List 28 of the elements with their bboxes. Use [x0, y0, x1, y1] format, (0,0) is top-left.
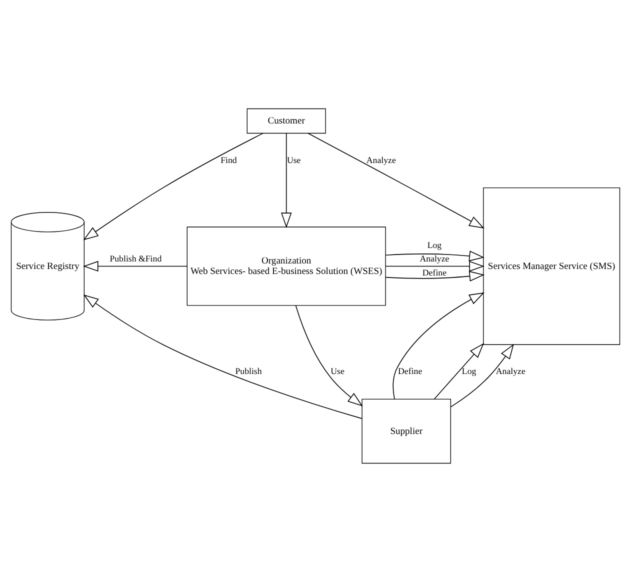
arrow — [385, 260, 484, 272]
edge-label: Analyze — [366, 154, 396, 164]
arrow — [281, 132, 292, 228]
edge-label: Analyze — [420, 253, 450, 264]
arrow — [295, 304, 363, 406]
arrow — [385, 270, 485, 282]
arrow — [83, 294, 362, 418]
edge-label: Log — [462, 366, 476, 376]
edge-label: Define — [422, 266, 447, 277]
edge-label: Publish &Find — [110, 253, 162, 264]
arrow — [385, 250, 484, 261]
arrow — [434, 342, 484, 399]
edge-label: Log — [427, 240, 442, 250]
edge-label: Analyze — [496, 366, 526, 376]
arrow — [82, 260, 188, 272]
edge-label: Use — [330, 366, 344, 376]
arrow — [308, 132, 484, 228]
edge-label: Use — [286, 154, 301, 164]
edge-label: Define — [398, 366, 422, 376]
node-box: Supplier — [362, 398, 451, 464]
arrow — [83, 132, 264, 240]
node-box: Services Manager Service (SMS) — [483, 186, 620, 344]
arrow — [450, 343, 514, 407]
edge-label: Publish — [235, 366, 262, 376]
node-box: Organization Web Services- based E-business Solution (WSES) — [186, 226, 386, 306]
edge-label: Find — [220, 154, 237, 164]
arrow — [392, 292, 484, 400]
node-box: Customer — [246, 108, 326, 134]
